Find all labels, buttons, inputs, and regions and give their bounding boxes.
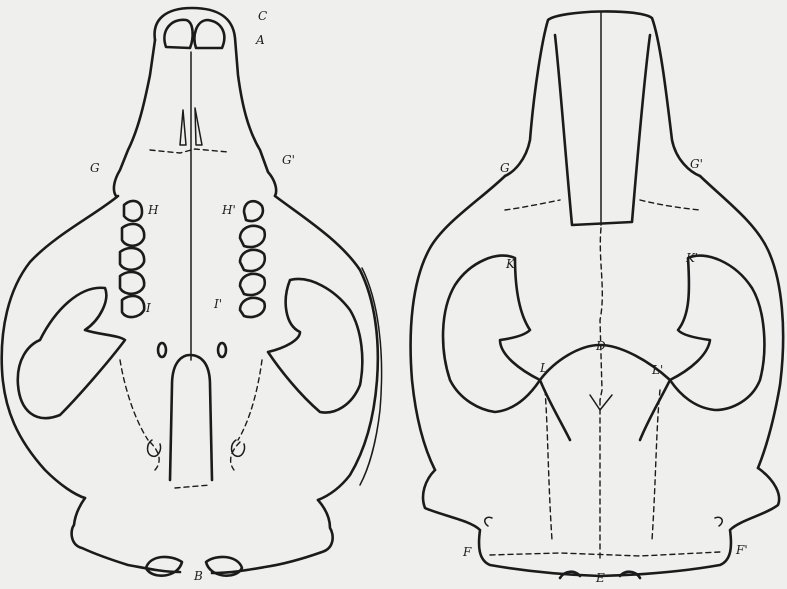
label-c: C: [258, 9, 267, 23]
label-g-prime-dorsal: G': [690, 157, 703, 171]
braincase-sutures: [490, 390, 720, 560]
label-g-ventral: G: [90, 161, 100, 175]
dorsal-snout-outline: [505, 11, 700, 176]
label-d: D: [595, 339, 606, 353]
label-b: B: [193, 569, 203, 583]
dorsal-orbit-left: [443, 256, 540, 412]
ventral-palate-suture: [150, 149, 228, 153]
left-toothrow: [120, 201, 144, 317]
dorsal-posterior-outline: [423, 468, 779, 576]
dorsal-skull-view: [411, 11, 784, 578]
label-i-prime: I': [213, 297, 222, 311]
label-h: H: [147, 203, 159, 217]
label-g-prime-ventral: G': [282, 153, 295, 167]
label-l: L: [539, 361, 548, 375]
naso-frontal-suture: [505, 200, 700, 210]
auditory-bullae: [148, 440, 245, 456]
label-h-prime: H': [221, 203, 236, 217]
label-k-prime: K': [685, 251, 698, 265]
label-f-prime: F': [735, 543, 748, 557]
label-g-dorsal: G: [500, 161, 510, 175]
mesopterygoid-fossa: [170, 355, 212, 480]
posterior-palatal-foramen-right: [218, 343, 226, 357]
label-i: I: [145, 301, 151, 315]
mastoid-hooks: [485, 517, 722, 526]
ventral-zygoma-inner-right: [268, 279, 362, 412]
right-toothrow: [240, 201, 265, 317]
label-k: K: [505, 257, 516, 271]
ventral-cranial-sutures: [120, 360, 262, 488]
ventral-zygomatic-left: [2, 196, 118, 498]
label-f: F: [462, 545, 472, 559]
ventral-occipital-outline: [72, 498, 333, 573]
label-e: E: [595, 571, 605, 585]
posterior-palatal-foramen-left: [158, 343, 166, 357]
ventral-zygoma-inner-left: [18, 288, 125, 418]
nasal-bones: [555, 35, 650, 225]
dorsal-zygomatic-left: [411, 176, 505, 470]
frontal-midline-suture: [600, 228, 602, 400]
ventral-snout-outline-left: [114, 40, 155, 196]
braincase-outline: [540, 345, 670, 440]
interparietal: [590, 395, 612, 410]
dorsal-orbit-right: [670, 256, 764, 410]
label-a: A: [255, 33, 265, 47]
dorsal-zygomatic-right: [700, 176, 783, 468]
ventral-skull-view: [2, 8, 382, 576]
ventral-incisors: [164, 20, 224, 48]
label-l-prime: L': [651, 363, 663, 377]
